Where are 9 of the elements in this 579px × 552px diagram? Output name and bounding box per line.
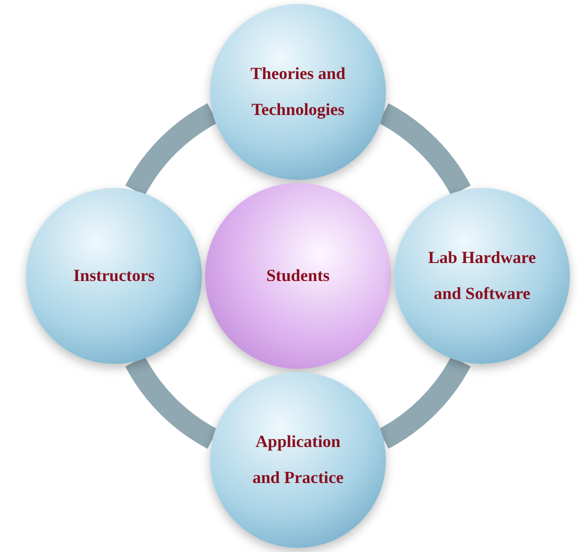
node-label: Students (265, 265, 331, 287)
node-label: Application and Practice (251, 431, 345, 489)
ring-connector (378, 104, 470, 196)
node-label: Instructors (72, 265, 156, 287)
ring-connector (126, 104, 218, 196)
ring-connector (126, 356, 218, 448)
ring-connector (378, 356, 470, 448)
node-label: Theories and Technologies (250, 63, 346, 121)
node-label: Lab Hardware and Software (427, 247, 537, 305)
